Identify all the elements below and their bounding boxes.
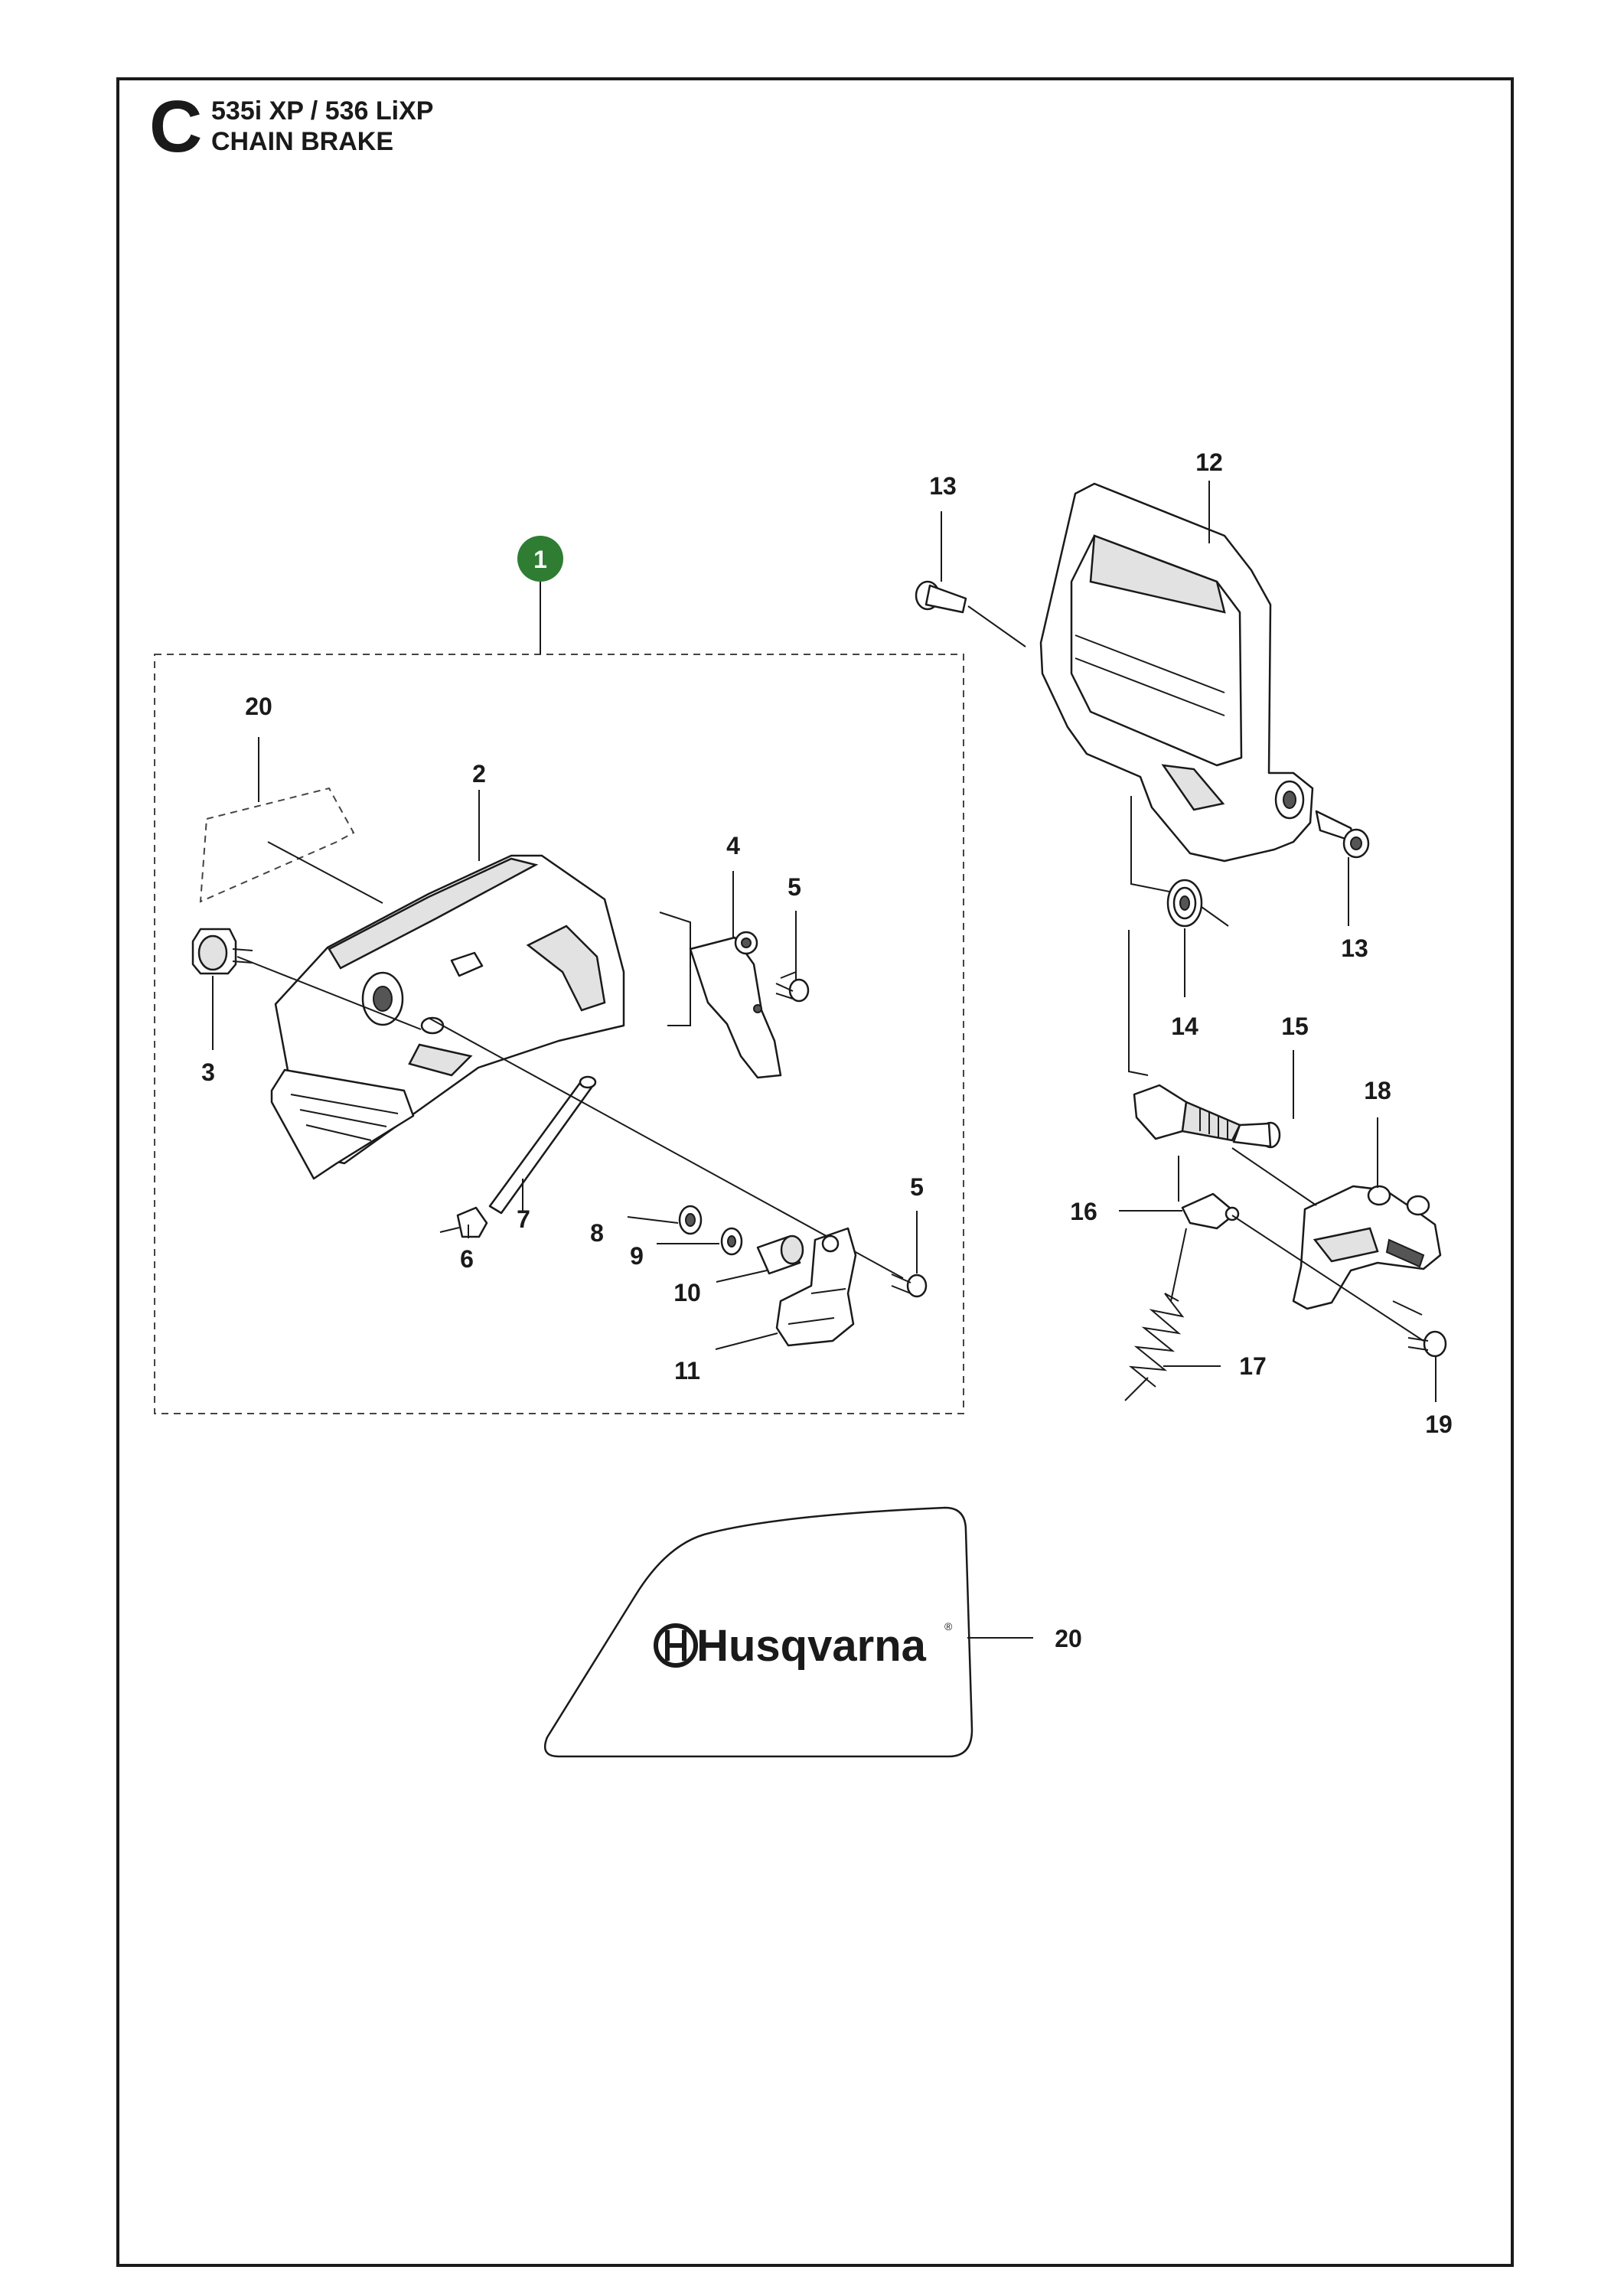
callout-20-small: 20 [245,693,272,720]
part-screw-lower [891,1274,928,1298]
callout-9: 9 [630,1242,644,1270]
part-pin [488,1075,597,1215]
callout-4: 4 [726,832,740,859]
part-brake-plate [689,931,782,1079]
part-chain-brake-cover [270,854,625,1180]
callout-14: 14 [1171,1013,1198,1040]
kit-badge-circle [517,536,563,582]
brand-logo-icon [654,1623,698,1668]
callout-13-upper: 13 [929,472,957,500]
callout-10: 10 [673,1279,701,1306]
kit-badge-label: 1 [533,546,547,573]
part-bushing [756,1234,804,1275]
part-nut [439,1206,488,1238]
callout-15: 15 [1281,1013,1309,1040]
leader-4-bracket [659,912,691,1026]
part-trigger-block [1181,1192,1240,1230]
callout-8: 8 [590,1219,604,1247]
part-spring [1166,879,1229,928]
callout-2: 2 [472,760,486,788]
part-screw-upper [775,971,810,1003]
part-washer [678,1205,703,1235]
leader-8 [627,1216,679,1224]
assembly-axis [428,1017,904,1279]
callout-12: 12 [1195,448,1223,476]
kit-group-box [154,654,964,1414]
leader-3-axis [236,956,422,1030]
leader-19-axis [1231,1215,1424,1342]
part-coil-spring [1128,1293,1185,1388]
part-brake-lever [775,1227,857,1347]
part-screw-latch [1392,1300,1447,1358]
callout-18: 18 [1364,1077,1391,1104]
leader-17-axis [1170,1228,1187,1302]
part-washer-2 [720,1227,743,1256]
decal-outline-small [199,787,355,903]
part-pivot-assembly [1133,1084,1281,1149]
assembly-title: CHAIN BRAKE [211,127,393,156]
brand-registered-mark: ® [944,1620,953,1632]
callout-17: 17 [1239,1352,1267,1380]
callout-6: 6 [460,1245,474,1273]
leader-15-axis [1128,930,1149,1076]
page-frame [116,77,1514,2267]
leader-11 [715,1332,778,1350]
callout-5-lower: 5 [910,1173,924,1201]
part-brake-latch [1292,1185,1442,1310]
callout-5-upper: 5 [788,873,801,901]
part-chain-tensioner [191,928,253,975]
model-title: 535i XP / 536 LiXP [211,96,434,126]
callout-16: 16 [1070,1198,1097,1225]
leader-17-tail [1124,1377,1149,1401]
leader-10 [716,1270,768,1283]
brand-name: Husqvarna [696,1621,927,1671]
leader-14-axis [1130,796,1170,892]
callout-3: 3 [201,1058,215,1086]
part-screw-guard-upper [915,580,1026,647]
kit-badge: 1 [517,536,563,582]
section-letter: C [149,86,203,168]
leader-18-axis [1231,1147,1317,1206]
leader-20-cover [267,841,383,904]
callout-7: 7 [517,1205,530,1233]
decal-husqvarna: Husqvarna ® [543,1506,973,1758]
callout-20-decal: 20 [1055,1625,1082,1652]
callout-13-lower: 13 [1341,934,1368,962]
part-hand-guard [1039,482,1314,863]
callout-11: 11 [674,1357,700,1384]
callout-19: 19 [1425,1411,1453,1438]
part-screw-guard-lower [1315,810,1370,859]
